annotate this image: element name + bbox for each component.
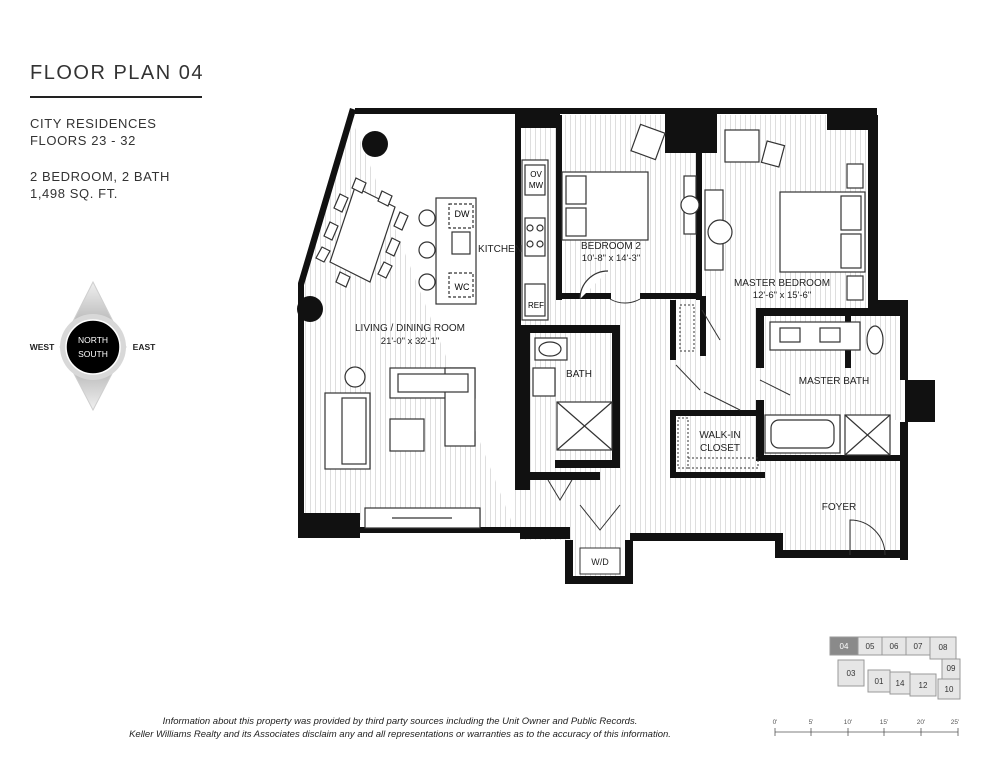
wine-cooler-label: WC	[455, 282, 470, 292]
compass-center	[65, 319, 121, 375]
scale-tick-15: 15'	[880, 719, 888, 726]
info-panel: FLOOR PLAN 04 CITY RESIDENCES FLOORS 23 …	[0, 0, 260, 768]
foyer-label: FOYER	[822, 502, 856, 513]
key-label-09: 09	[947, 664, 956, 673]
refrigerator-label: REF	[528, 301, 544, 310]
plan-title: FLOOR PLAN 04	[30, 62, 205, 84]
key-label-10: 10	[945, 685, 954, 694]
closet-shelving	[677, 304, 759, 469]
living-furniture	[324, 366, 481, 529]
living-room-dims: 21'-0" x 32'-1"	[381, 336, 439, 347]
walk-in-closet-label-1: WALK-IN	[699, 430, 740, 441]
room-labels: LIVING / DINING ROOM 21'-0" x 32'-1" KIT…	[355, 241, 869, 575]
scale-tick-0: 0'	[773, 719, 778, 726]
key-label-04: 04	[840, 642, 849, 651]
floor-range: FLOORS 23 - 32	[30, 133, 136, 148]
scale-tick-20: 20'	[917, 719, 925, 726]
compass-rose: NORTH SOUTH WEST EAST	[30, 280, 156, 412]
living-room-label: LIVING / DINING ROOM	[355, 323, 465, 334]
key-label-12: 12	[919, 681, 928, 690]
scale-tick-25: 25'	[951, 719, 959, 726]
walls	[298, 108, 935, 584]
microwave-label: MW	[529, 181, 544, 190]
scale-tick-5: 5'	[809, 719, 814, 726]
column-ne	[362, 131, 388, 157]
master-bath-label: MASTER BATH	[799, 376, 869, 387]
master-bedroom-furniture	[704, 129, 866, 301]
bath-fixtures	[532, 337, 613, 451]
doors	[547, 298, 886, 556]
bath-label: BATH	[566, 369, 592, 380]
key-label-06: 06	[890, 642, 899, 651]
key-label-07: 07	[914, 642, 923, 651]
compass-east-label: EAST	[133, 342, 156, 352]
key-label-05: 05	[866, 642, 875, 651]
key-label-14: 14	[896, 679, 905, 688]
compass-west-label: WEST	[30, 342, 55, 352]
washer-dryer-box	[579, 547, 621, 575]
key-unit	[937, 678, 961, 700]
key-unit	[837, 659, 865, 687]
dishwasher-label: DW	[455, 209, 470, 219]
scale-bar	[774, 728, 959, 736]
kitchen-counter	[521, 159, 549, 321]
disclaimer-line-2: Keller Williams Realty and its Associate…	[129, 729, 671, 740]
scale-tick-10: 10'	[844, 719, 852, 726]
key-label-01: 01	[875, 677, 884, 686]
dining-set	[315, 177, 409, 288]
bedroom2-dims: 10'-8" x 14'-3"	[582, 253, 640, 264]
bed-bath-count: 2 BEDROOM, 2 BATH	[30, 169, 170, 184]
master-bedroom-dims: 12'-6" x 15'-6"	[753, 290, 811, 301]
compass-north-label: NORTH	[78, 335, 108, 345]
bedroom2-furniture	[561, 123, 700, 300]
kitchen-island	[418, 197, 477, 305]
disclaimer-line-1: Information about this property was prov…	[162, 716, 638, 727]
kitchen-label: KITCHEN	[478, 244, 522, 255]
building-name: CITY RESIDENCES	[30, 116, 157, 131]
bedroom2-label: BEDROOM 2	[581, 241, 641, 252]
key-plan	[829, 636, 961, 700]
key-plan-labels: 04 05 06 07 08 09 03 01 14 12 10	[840, 642, 956, 694]
master-bath-fixtures	[764, 321, 891, 456]
walk-in-closet-label-2: CLOSET	[700, 443, 740, 454]
square-footage: 1,498 SQ. FT.	[30, 186, 119, 201]
key-label-08: 08	[939, 643, 948, 652]
scale-labels: 0' 5' 10' 15' 20' 25'	[773, 719, 960, 726]
compass-south-label: SOUTH	[78, 349, 108, 359]
key-unit	[909, 673, 937, 697]
key-label-03: 03	[847, 669, 856, 678]
washer-dryer-label: W/D	[591, 557, 609, 567]
master-bedroom-label: MASTER BEDROOM	[734, 278, 830, 289]
oven-label: OV	[530, 170, 542, 179]
title-divider	[30, 96, 202, 98]
column-sw	[297, 296, 323, 322]
